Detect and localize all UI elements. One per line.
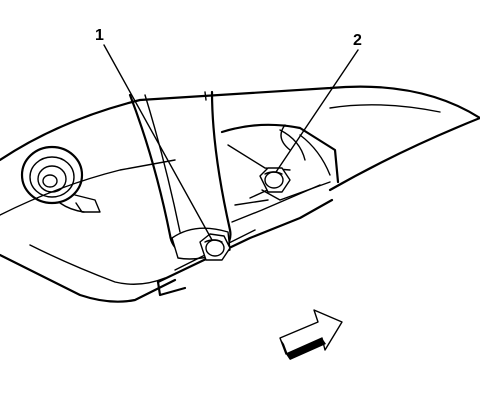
callout-label-1: 1 <box>95 27 104 44</box>
bracket-arm <box>128 90 232 260</box>
leader-line-2 <box>275 49 359 173</box>
bolt-1 <box>199 233 231 261</box>
bolt-2 <box>259 167 291 193</box>
leader-line-1 <box>103 44 213 241</box>
direction-arrow <box>279 309 343 360</box>
coil-component <box>20 145 101 213</box>
right-mount <box>220 123 340 201</box>
pan-outline <box>0 85 480 303</box>
callout-label-2: 2 <box>353 32 362 49</box>
